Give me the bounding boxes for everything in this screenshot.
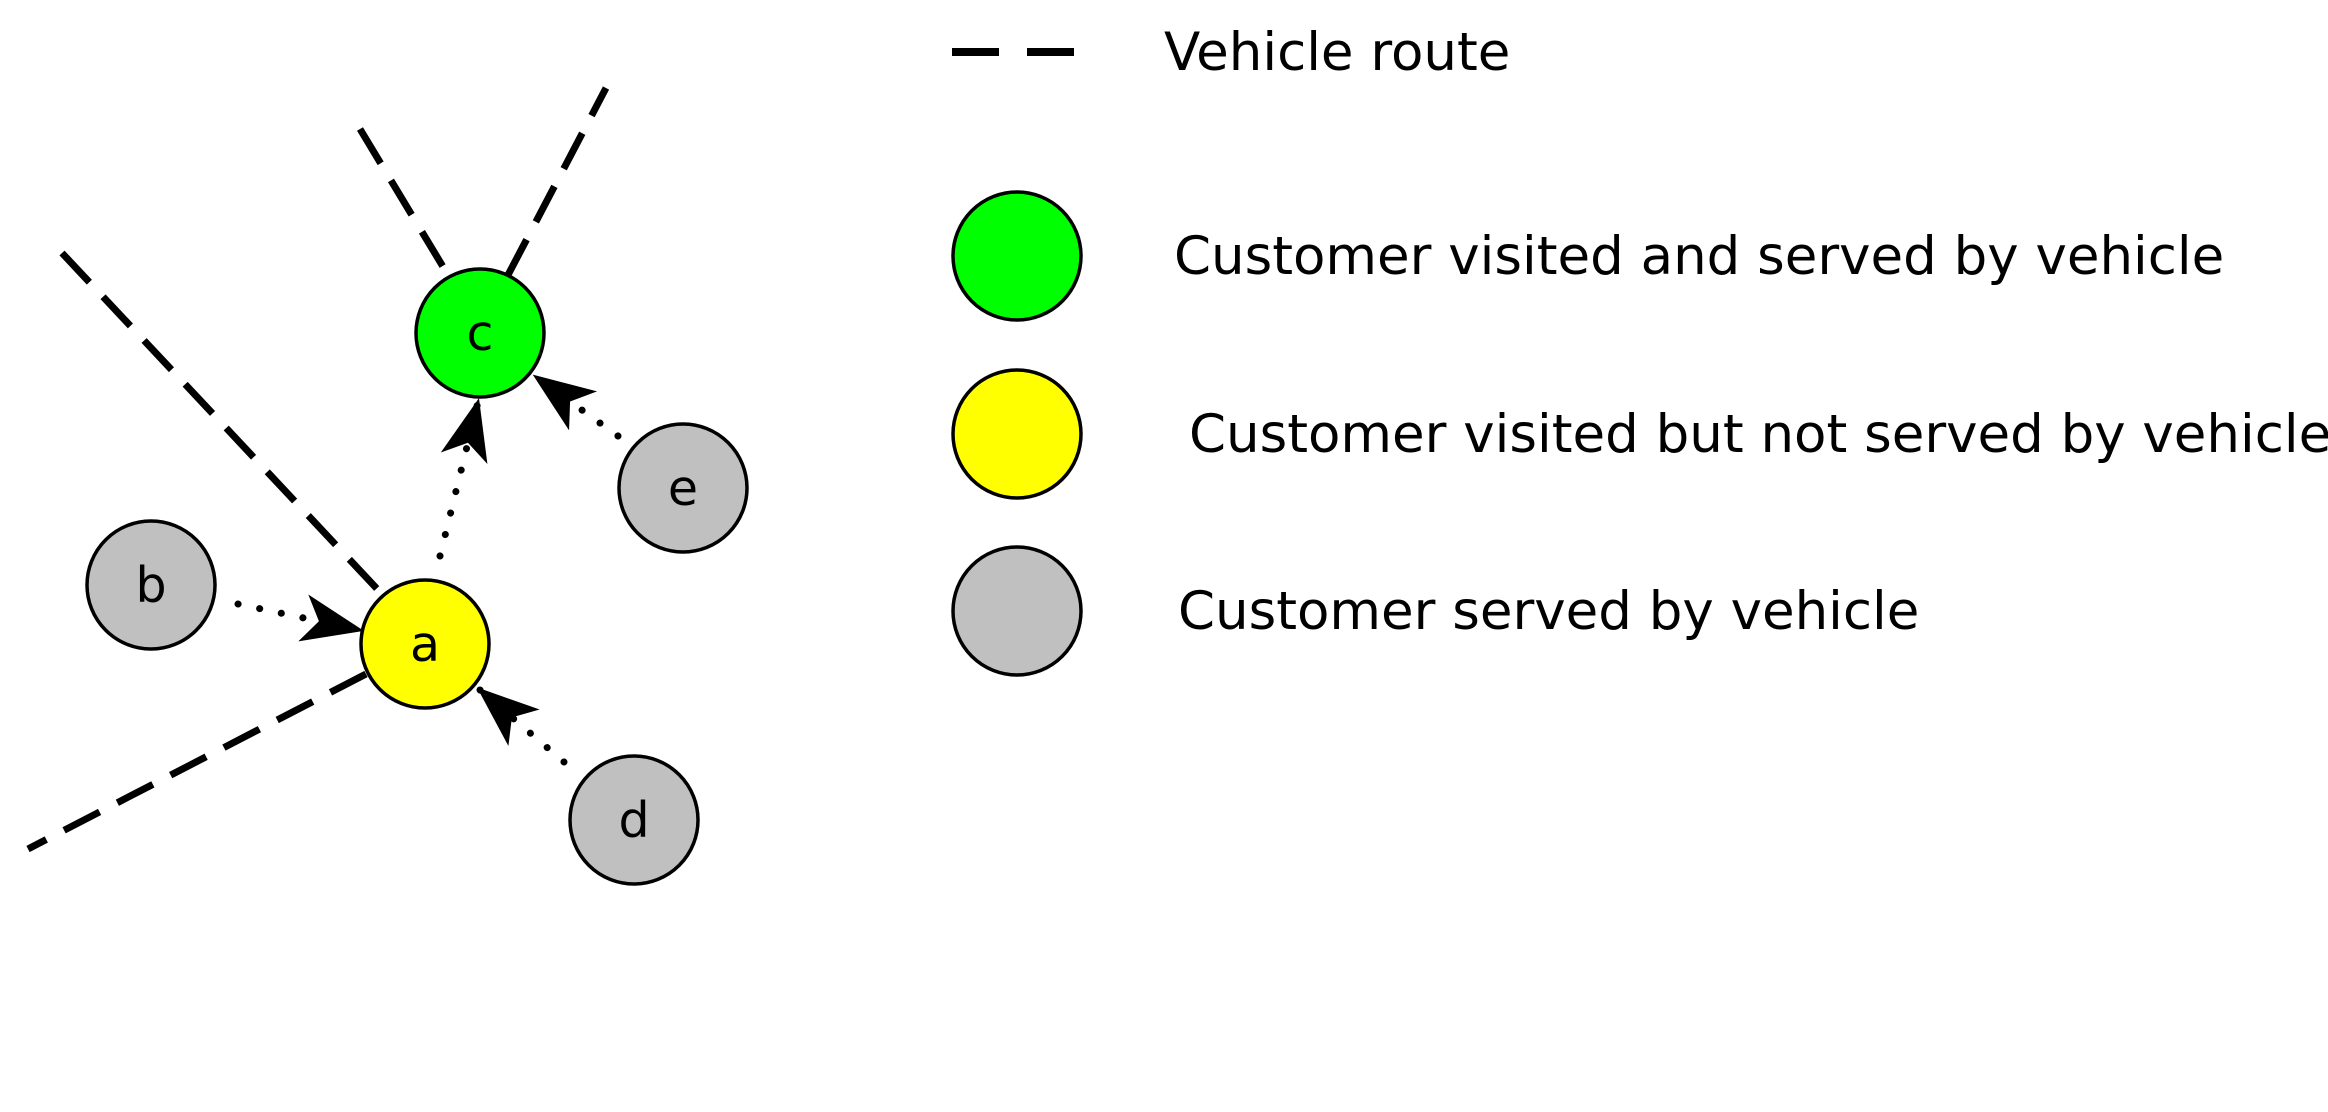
legend-visited-not-served-swatch (951, 368, 1083, 500)
legend-visited-served-entry: Customer visited and served by vehicle (951, 190, 2224, 322)
legend-served-only-label: Customer served by vehicle (1178, 581, 1919, 642)
node-c-circle (414, 267, 546, 399)
node-e-label: e (668, 460, 698, 517)
node-e-circle (617, 422, 749, 554)
route-segment-in-to-c (357, 127, 451, 277)
node-b-label: b (135, 557, 166, 614)
node-b-circle (85, 519, 217, 651)
node-d-label: d (618, 792, 649, 849)
node-b: b (85, 519, 217, 651)
node-d: d (568, 754, 700, 886)
route-segment-in-to-a (59, 250, 383, 595)
node-a-circle (359, 578, 491, 710)
node-a: a (359, 578, 491, 710)
legend-served-only-swatch (951, 545, 1083, 677)
arrow-e-to-c (532, 373, 622, 440)
legend: Vehicle route Customer visited and serve… (951, 22, 2328, 677)
node-e: e (617, 422, 749, 554)
legend-visited-served-label: Customer visited and served by vehicle (1174, 226, 2224, 287)
arrow-b-to-a (234, 594, 364, 642)
node-c-label: c (467, 305, 494, 362)
legend-visited-not-served-entry: Customer visited but not served by vehic… (951, 368, 2328, 500)
arrow-d-to-a (476, 686, 568, 766)
service-arrows (234, 373, 622, 766)
node-a-label: a (410, 616, 440, 673)
legend-route-label: Vehicle route (1164, 22, 1510, 83)
node-c: c (414, 267, 546, 399)
legend-route-entry: Vehicle route (952, 22, 1510, 83)
legend-served-only-entry: Customer served by vehicle (951, 545, 1919, 677)
legend-visited-not-served-label: Customer visited but not served by vehic… (1189, 404, 2328, 465)
vehicle-route (26, 86, 610, 853)
node-d-circle (568, 754, 700, 886)
arrow-a-to-c (436, 398, 488, 560)
route-segment-a-out (26, 670, 368, 853)
legend-visited-served-swatch (951, 190, 1083, 322)
route-segment-c-out (504, 86, 610, 277)
